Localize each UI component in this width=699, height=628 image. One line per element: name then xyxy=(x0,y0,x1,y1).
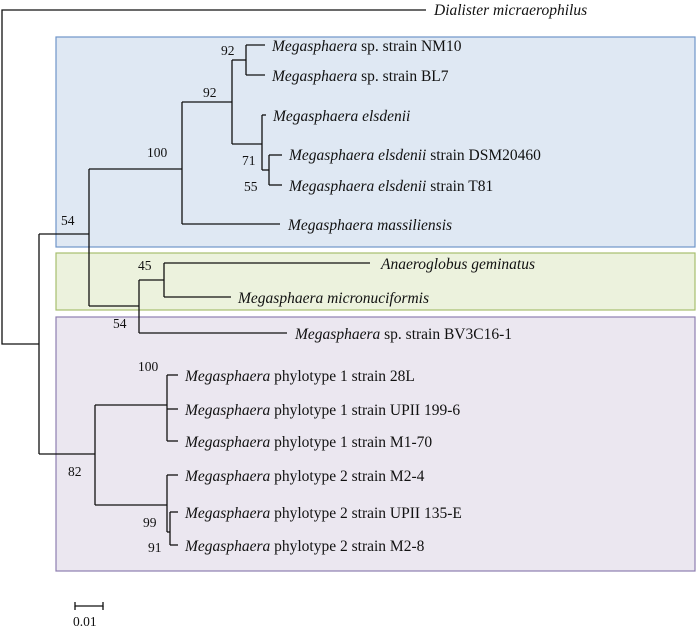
leaf-label: Megasphaera massiliensis xyxy=(287,217,452,234)
leaf-label: Megasphaera elsdenii strain DSM20460 xyxy=(288,147,541,164)
tree-branches xyxy=(1,9,426,546)
leaf-label: Megasphaera sp. strain BV3C16-1 xyxy=(294,326,512,343)
bootstrap-value: 54 xyxy=(61,213,75,228)
bootstrap-value: 82 xyxy=(68,464,82,479)
bootstrap-value: 55 xyxy=(244,179,258,194)
bootstrap-value: 45 xyxy=(138,258,152,273)
leaf-label: Megasphaera micronuciformis xyxy=(237,290,429,307)
leaf-label: Megasphaera sp. strain NM10 xyxy=(271,38,462,55)
bootstrap-value: 54 xyxy=(113,316,127,331)
scale-bar-line xyxy=(74,602,104,607)
bootstrap-value: 99 xyxy=(143,515,157,530)
leaf-label: Megasphaera sp. strain BL7 xyxy=(271,68,449,85)
leaf-label: Megasphaera phylotype 1 strain 28L xyxy=(184,368,415,385)
scale-bar-label: 0.01 xyxy=(73,614,97,628)
leaf-label: Megasphaera phylotype 2 strain UPII 135-… xyxy=(184,505,462,522)
bootstrap-value: 92 xyxy=(221,43,235,58)
leaf-label: Megasphaera phylotype 2 strain M2-8 xyxy=(184,538,425,555)
leaf-label: Dialister micraerophilus xyxy=(433,2,587,19)
clade-box-upper xyxy=(55,36,696,248)
clade-box-middle xyxy=(55,252,696,311)
bootstrap-value: 100 xyxy=(138,359,159,374)
leaf-label: Megasphaera elsdenii xyxy=(272,108,410,125)
leaf-label: Anaeroglobus geminatus xyxy=(380,256,535,273)
bootstrap-value: 91 xyxy=(148,540,162,555)
bootstrap-value: 100 xyxy=(147,145,168,160)
bootstrap-value: 92 xyxy=(203,85,217,100)
leaf-label: Megasphaera phylotype 2 strain M2-4 xyxy=(184,468,425,485)
leaf-label: Megasphaera phylotype 1 strain UPII 199-… xyxy=(184,402,460,419)
scale-bar: 0.01 xyxy=(73,602,104,628)
bootstrap-values: 92 92 100 71 55 54 45 54 100 82 99 91 xyxy=(61,43,258,555)
leaf-label: Megasphaera phylotype 1 strain M1-70 xyxy=(184,434,432,451)
leaf-label: Megasphaera elsdenii strain T81 xyxy=(288,178,493,195)
bootstrap-value: 71 xyxy=(242,153,256,168)
leaf-labels: Dialister micraerophilus Megasphaera sp.… xyxy=(184,2,587,555)
clade-box-lower xyxy=(55,316,696,572)
